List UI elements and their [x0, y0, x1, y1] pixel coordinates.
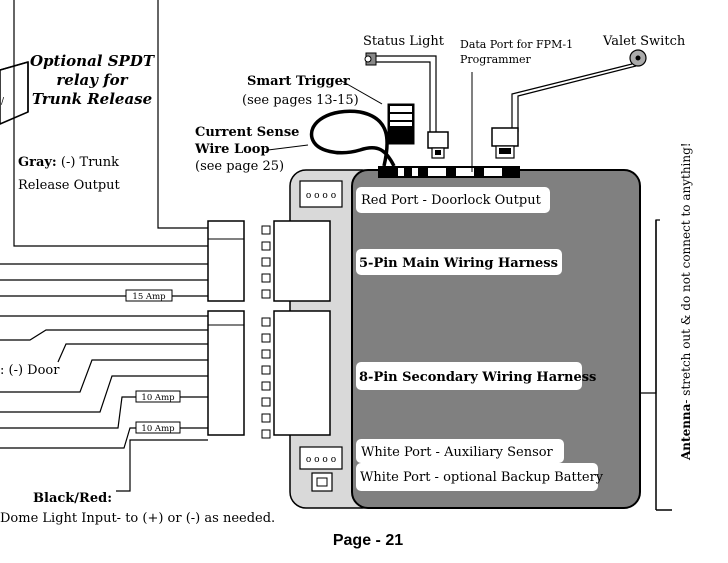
current-sense-note: (see page 25): [195, 159, 284, 174]
red-port-label: Red Port - Doorlock Output: [361, 193, 542, 208]
antenna-wire: [655, 220, 672, 511]
svg-text:/: /: [1, 97, 5, 107]
connector-5pin-plug: [207, 220, 271, 302]
main-harness-label: 5-Pin Main Wiring Harness: [359, 256, 558, 271]
gray-wire-label-line-2: Release Output: [18, 178, 121, 193]
svg-text:o o o o: o o o o: [306, 191, 336, 201]
gray-wire-label: Gray: (-) Trunk: [18, 155, 119, 170]
door-wire-label: : (-) Door: [0, 363, 60, 378]
harness-8pin-wires: [0, 315, 208, 492]
valet-switch-plug: [491, 127, 519, 159]
smart-trigger-title: Smart Trigger: [247, 74, 350, 89]
red-port-label-box: Red Port - Doorlock Output: [356, 187, 550, 213]
svg-text:10 Amp: 10 Amp: [141, 424, 175, 434]
svg-text:o o o o: o o o o: [306, 455, 336, 465]
fuse-10-amp-b: 10 Amp: [135, 421, 181, 434]
status-light-led: [364, 52, 377, 66]
valet-switch-button: [629, 49, 647, 67]
secondary-harness-label: 8-Pin Secondary Wiring Harness: [359, 370, 596, 385]
data-port-label-2: Programmer: [460, 53, 532, 66]
white-aux-label: White Port - Auxiliary Sensor: [361, 445, 554, 460]
current-sense-title-2: Wire Loop: [194, 142, 270, 157]
smart-trigger-note: (see pages 13-15): [242, 93, 359, 108]
svg-text:10 Amp: 10 Amp: [141, 393, 175, 403]
current-sense-title-1: Current Sense: [195, 125, 299, 140]
harness-5pin-wires: [0, 263, 208, 297]
status-light-plug: [427, 131, 449, 159]
smart-trigger-module: [387, 103, 415, 145]
black-red-note: Dome Light Input- to (+) or (-) as neede…: [0, 511, 275, 526]
status-light-label: Status Light: [363, 34, 445, 49]
fuse-15-amp: 15 Amp: [125, 289, 173, 302]
secondary-harness-label-box: 8-Pin Secondary Wiring Harness: [356, 362, 596, 390]
relay-title: Optional SPDT relay for Trunk Release: [30, 52, 156, 108]
connector-8pin-plug: [207, 310, 271, 439]
relay-title-line-3: Trunk Release: [32, 90, 152, 108]
fuse-10-amp-a: 10 Amp: [135, 390, 181, 403]
white-backup-label: White Port - optional Backup Battery: [360, 470, 604, 485]
main-harness-label-box: 5-Pin Main Wiring Harness: [356, 249, 562, 275]
svg-text:15 Amp: 15 Amp: [132, 292, 166, 302]
black-red-label: Black/Red:: [33, 491, 112, 506]
top-port-strip: [378, 166, 520, 178]
white-backup-label-box: White Port - optional Backup Battery: [356, 463, 604, 491]
relay-title-line-1: Optional SPDT: [30, 52, 156, 70]
valet-switch-label: Valet Switch: [602, 34, 686, 49]
current-sense-loop: [309, 109, 396, 167]
relay-title-line-2: relay for: [56, 71, 128, 89]
page-number: Page - 21: [333, 532, 403, 549]
antenna-label: Antenna- stretch out & do not connect to…: [679, 142, 693, 461]
white-aux-label-box: White Port - Auxiliary Sensor: [356, 439, 564, 463]
data-port-label-1: Data Port for FPM-1: [460, 38, 573, 51]
